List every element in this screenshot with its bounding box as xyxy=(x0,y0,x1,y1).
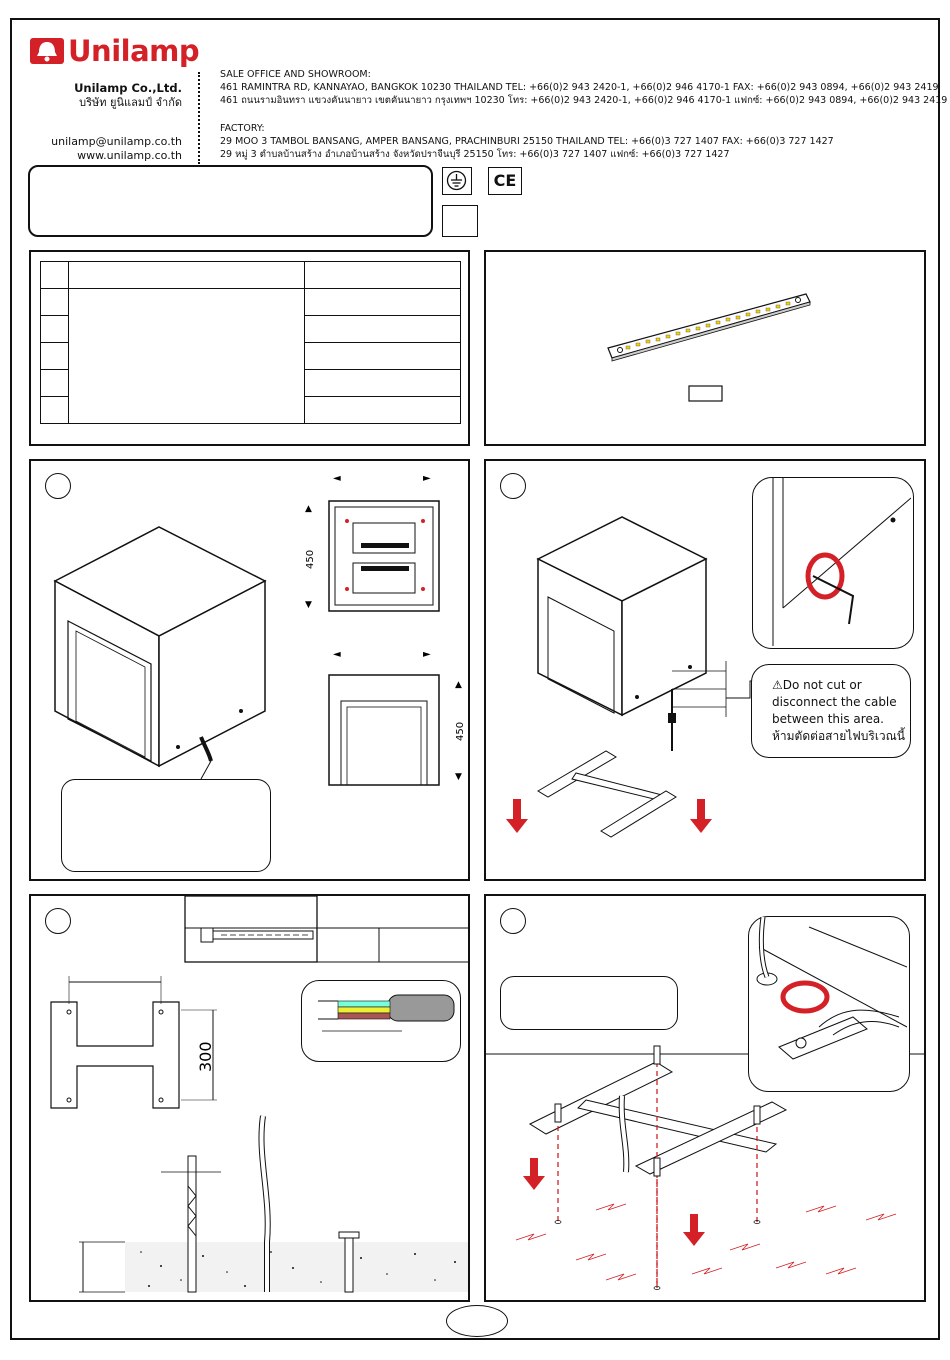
company-email[interactable]: unilamp@unilamp.co.th xyxy=(51,135,182,148)
header-divider xyxy=(198,72,200,164)
page-number-oval xyxy=(446,1305,508,1337)
bell-lamp-icon xyxy=(30,38,64,64)
wrench-rotate-icon xyxy=(756,916,908,1060)
svg-text:►: ► xyxy=(423,649,431,660)
page-frame xyxy=(10,18,940,1340)
sales-office-address-en: 461 RAMINTRA RD, KANNAYAO, BANGKOK 10230… xyxy=(220,82,939,93)
warning-triangle-icon: ⚠ xyxy=(772,678,783,692)
step-4-number xyxy=(500,908,526,934)
spec-merged-cell xyxy=(68,288,305,424)
cable-note-callout xyxy=(61,779,271,872)
wire-strip-detail-callout xyxy=(301,980,461,1062)
table-row xyxy=(40,369,461,397)
front-view-height-label: 450 xyxy=(455,722,466,741)
step-1-number xyxy=(45,473,71,499)
warning-line-1: ⚠Do not cut or xyxy=(772,678,862,692)
table-row xyxy=(40,288,461,424)
warning-line-4: ห้ามตัดต่อสายไฟบริเวณนี้ xyxy=(772,729,906,743)
remove-housing-illustration xyxy=(506,516,752,838)
table-row xyxy=(40,396,461,424)
hex-key-rotate-icon xyxy=(772,478,912,646)
cable-warning-callout: ⚠Do not cut or disconnect the cable betw… xyxy=(751,664,911,758)
warning-line-3: between this area. xyxy=(772,712,884,726)
warning-line-2: disconnect the cable xyxy=(772,695,897,709)
factory-address-en: 29 MOO 3 TAMBOL BANSANG, AMPER BANSANG, … xyxy=(220,136,834,147)
svg-text:◄: ◄ xyxy=(333,473,341,484)
sales-office-address-th: 461 ถนนรามอินทรา แขวงคันนายาว เขตคันนายา… xyxy=(220,95,948,106)
svg-text:◄: ◄ xyxy=(333,649,341,660)
company-name-th: บริษัท ยูนิแลมป์ จำกัด xyxy=(79,96,182,109)
step-4-panel xyxy=(484,894,926,1302)
led-strip-illustration xyxy=(607,293,811,402)
factory-heading: FACTORY: xyxy=(220,123,265,134)
wire-strip-icon xyxy=(318,994,455,1032)
svg-text:▼: ▼ xyxy=(455,772,462,782)
bolt-tighten-detail-callout xyxy=(748,916,910,1092)
top-view-height-label: 450 xyxy=(305,550,316,569)
step-3-panel: 300 xyxy=(29,894,470,1302)
earth-ground-icon xyxy=(446,170,467,191)
spec-table-header-row xyxy=(40,261,461,289)
svg-text:▲: ▲ xyxy=(305,504,312,514)
svg-text:►: ► xyxy=(423,473,431,484)
rating-badge-box xyxy=(442,205,478,237)
factory-address-th: 29 หมู่ 3 ตำบลบ้านสร้าง อำเภอบ้านสร้าง จ… xyxy=(220,149,730,160)
step-2-number xyxy=(500,473,526,499)
company-name-en: Unilamp Co.,Ltd. xyxy=(74,81,182,95)
led-module-panel xyxy=(484,250,926,446)
product-title-box xyxy=(28,165,433,237)
step-2-panel xyxy=(484,459,926,881)
bollard-cube-illustration: ◄ ► ▲ ▼ 450 ◄ ► ▲ ▼ 450 xyxy=(53,473,466,786)
cable-routing-callout xyxy=(500,976,678,1030)
brand-name: Unilamp xyxy=(68,34,200,68)
base-plate-height-label: 300 xyxy=(196,1041,215,1072)
spec-table xyxy=(40,261,461,424)
fix-base-plate-illustration xyxy=(486,1045,924,1290)
ce-mark-icon: CE xyxy=(488,167,522,195)
company-website[interactable]: www.unilamp.co.th xyxy=(77,149,182,162)
hex-key-detail-callout xyxy=(752,477,914,649)
anchor-bolt-table-illustration: 300 xyxy=(50,896,468,1293)
earth-ground-badge xyxy=(442,167,472,195)
step-3-number xyxy=(45,908,71,934)
brand-logo: Unilamp xyxy=(30,34,200,68)
sales-office-heading: SALE OFFICE AND SHOWROOM: xyxy=(220,69,371,80)
step-1-panel: ◄ ► ▲ ▼ 450 ◄ ► ▲ ▼ 450 xyxy=(29,459,470,881)
svg-text:▼: ▼ xyxy=(305,600,312,610)
svg-text:▲: ▲ xyxy=(455,680,462,690)
